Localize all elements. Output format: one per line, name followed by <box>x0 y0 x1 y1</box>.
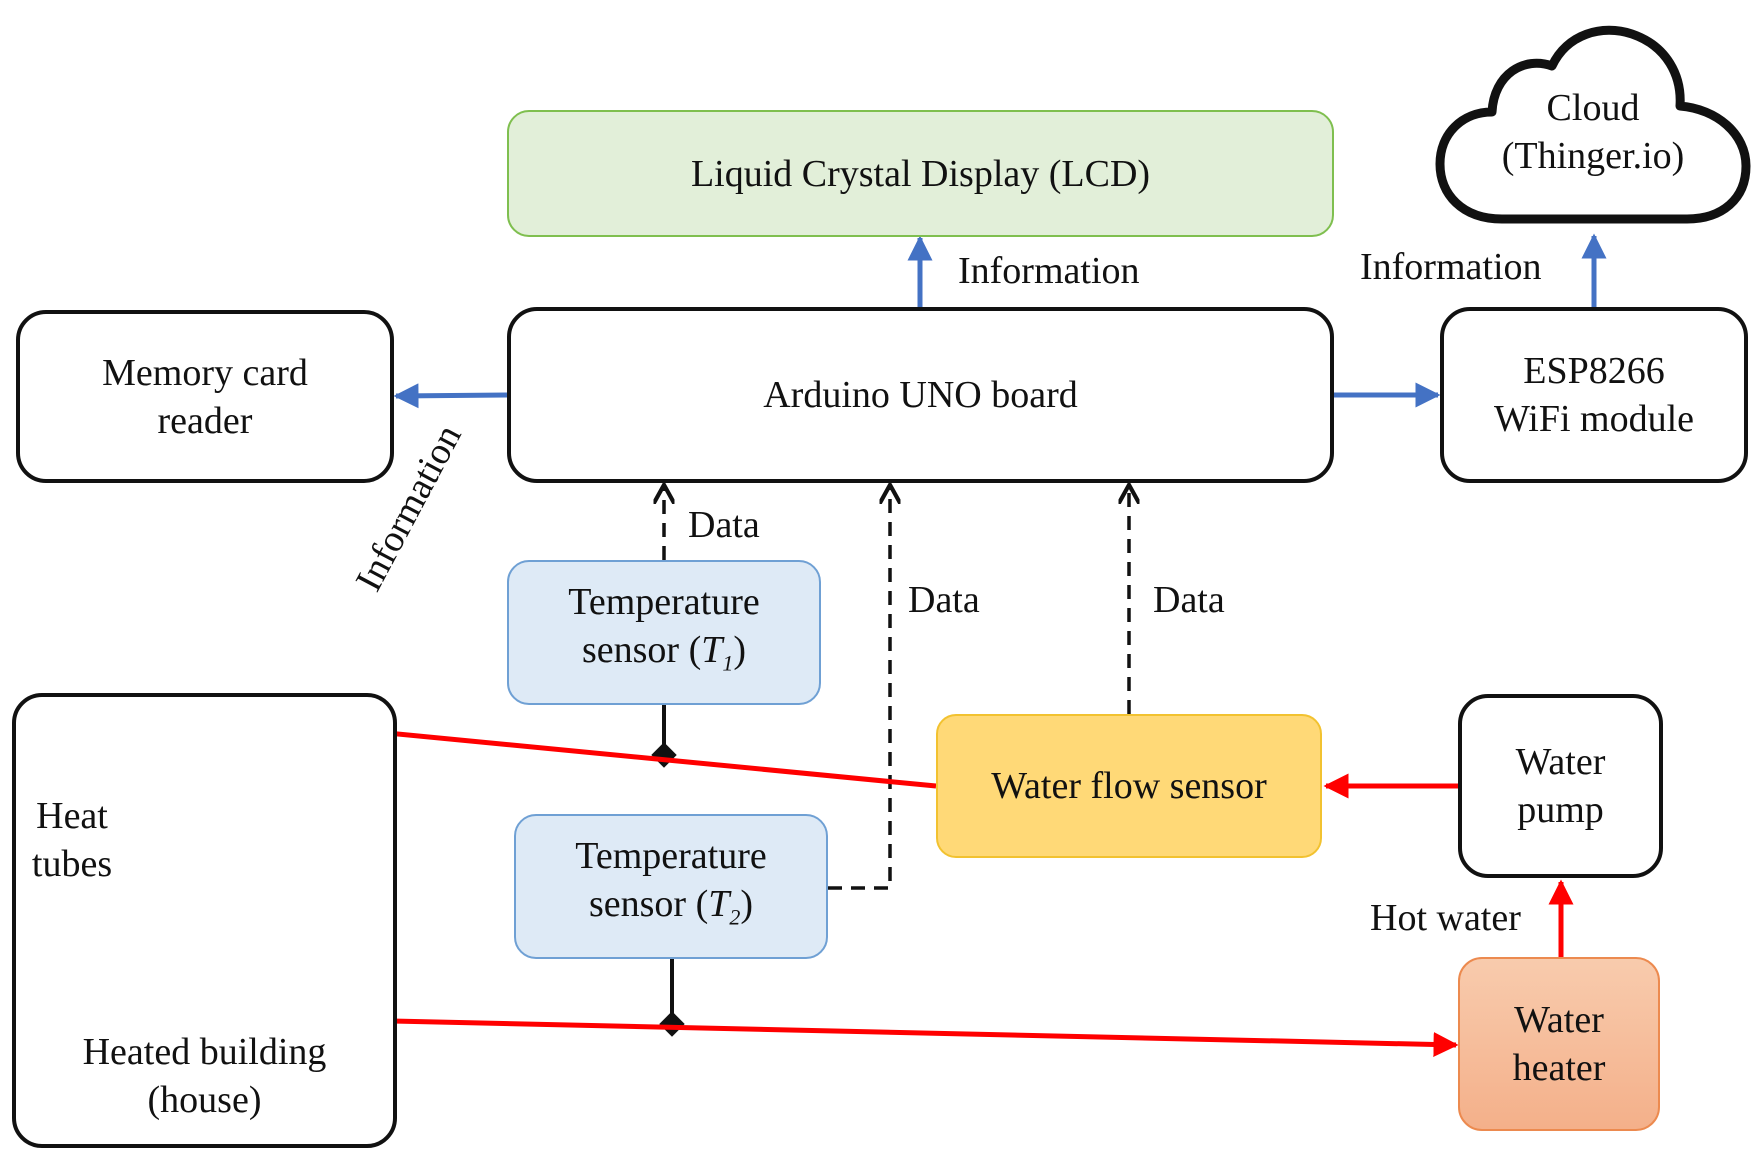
memory-label-line1: Memory card <box>102 351 308 394</box>
water-heater-node: Water heater <box>1458 957 1660 1131</box>
memory-card-reader-node: Memory card reader <box>16 310 394 483</box>
water-flow-sensor-node: Water flow sensor <box>936 714 1322 858</box>
water-pump-node: Water pump <box>1458 694 1663 878</box>
cloud-label-line2: (Thinger.io) <box>1501 135 1685 177</box>
esp8266-node: ESP8266 WiFi module <box>1440 307 1748 483</box>
lcd-node: Liquid Crystal Display (LCD) <box>507 110 1334 237</box>
temperature-sensor-t1-node: Temperature sensor (T1) <box>507 560 821 705</box>
pump-label-line2: pump <box>1517 789 1604 831</box>
edge-label-data-t2: Data <box>908 579 980 621</box>
temperature-sensor-t2-node: Temperature sensor (T2) <box>514 814 828 959</box>
edge-label-info-lcd: Information <box>958 250 1140 292</box>
arduino-label: Arduino UNO board <box>763 374 1078 416</box>
pump-label-line1: Water <box>1515 741 1606 783</box>
edge-label-info-cloud: Information <box>1360 246 1542 288</box>
temp2-label-line2: sensor (T2) <box>588 882 754 930</box>
temp1-label-line1: Temperature <box>568 580 760 623</box>
flow-label: Water flow sensor <box>991 765 1267 807</box>
cloud-label-line1: Cloud <box>1546 87 1640 129</box>
esp-label-line2: WiFi module <box>1493 398 1695 440</box>
edge-label-hot-water: Hot water <box>1370 897 1521 939</box>
cloud-icon <box>1435 25 1751 224</box>
cloud-node: Cloud (Thinger.io) <box>1432 14 1754 236</box>
arrow-temp2-to-arduino <box>828 487 890 890</box>
edge-label-data-t1: Data <box>688 504 760 546</box>
heat-tubes-label: Heat tubes <box>22 792 122 888</box>
temp2-label-line1: Temperature <box>575 834 767 877</box>
arrow-arduino-to-memory <box>393 383 508 409</box>
heater-label-line2: heater <box>1512 1047 1606 1089</box>
probe-node-temp1 <box>651 742 677 768</box>
probe-node-temp2 <box>659 1011 685 1037</box>
arduino-node: Arduino UNO board <box>507 307 1334 483</box>
temp1-label-line2: sensor (T1) <box>581 628 747 676</box>
building-label-line2: (house) <box>147 1079 262 1121</box>
heater-label-line1: Water <box>1514 999 1604 1041</box>
memory-label-line2: reader <box>157 399 253 442</box>
heat-tubes-line1: Heat <box>36 795 108 837</box>
building-label-line1: Heated building <box>82 1031 327 1073</box>
heated-building-node: Heated building (house) <box>12 693 397 1148</box>
esp-label-line1: ESP8266 <box>1523 350 1665 392</box>
lcd-label: Liquid Crystal Display (LCD) <box>690 152 1151 195</box>
edge-label-data-flow: Data <box>1153 579 1225 621</box>
heat-tubes-line2: tubes <box>31 843 113 885</box>
